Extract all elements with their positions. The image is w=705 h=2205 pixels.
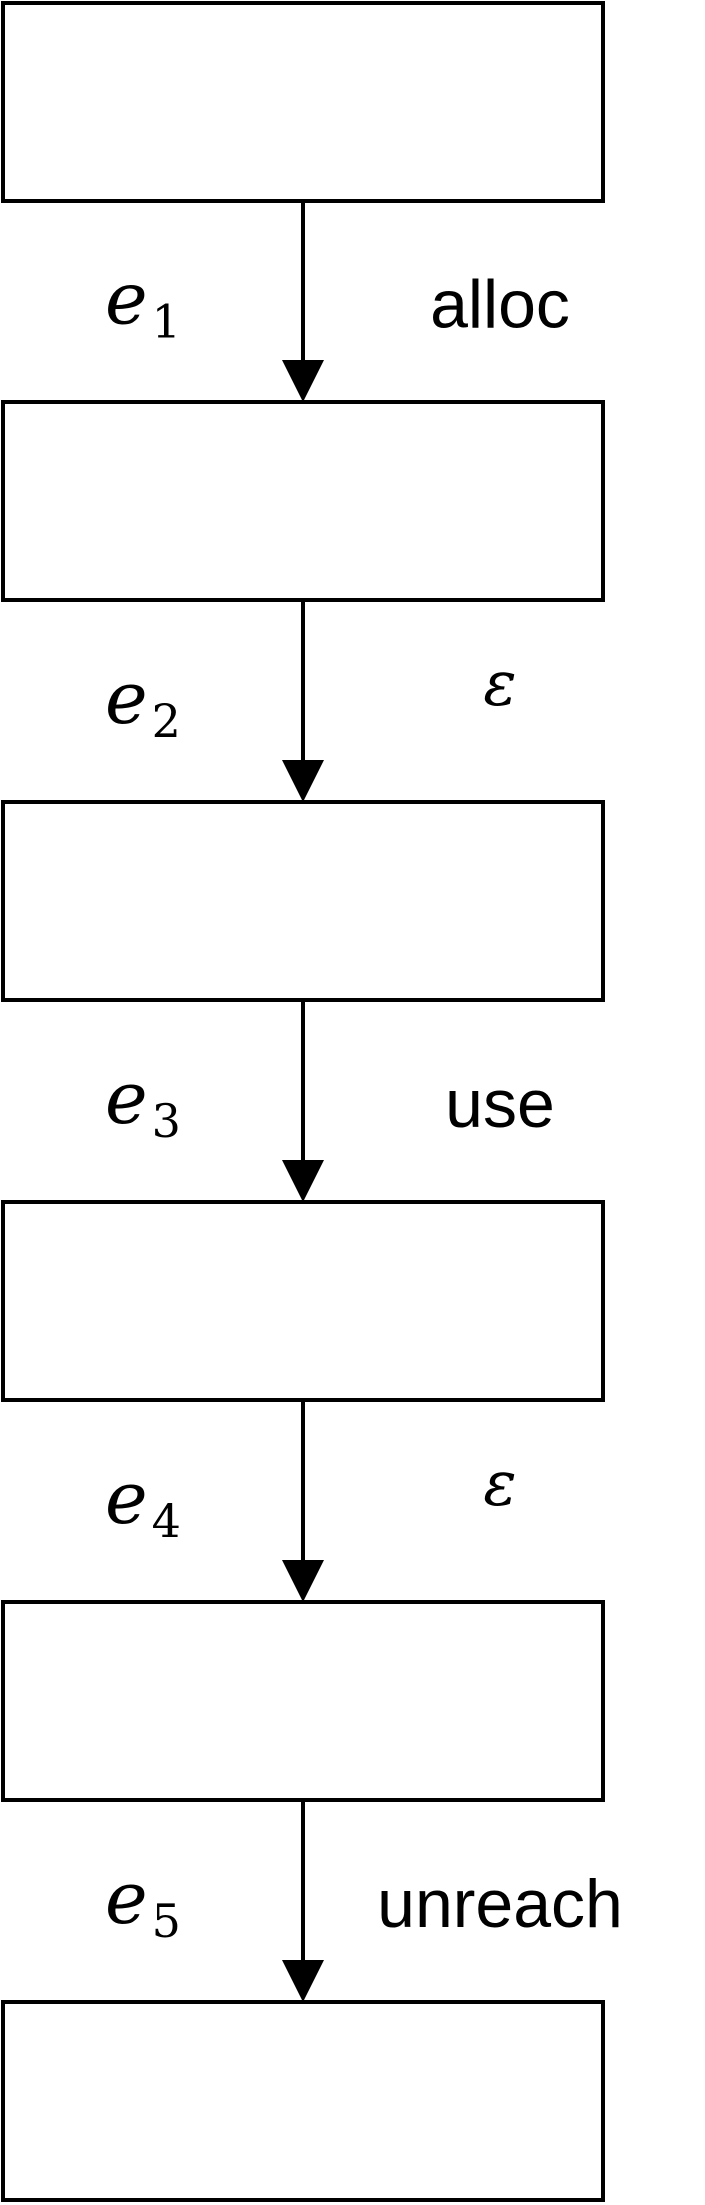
arrow-head-icon [282, 360, 324, 402]
node-box-4 [1, 1200, 605, 1402]
edge-variable-label: e5 [105, 1856, 181, 1948]
edge-5: e5 unreach [105, 1800, 623, 2002]
edge-layer: e1 alloc e2 ε e3 use e4 ε e5 unreach [105, 201, 623, 2002]
edge-2: e2 ε [105, 600, 517, 802]
edge-action-label: ε [483, 647, 516, 720]
edge-variable-label: e1 [105, 257, 181, 349]
edge-4: e4 ε [105, 1400, 517, 1602]
edge-action-label: use [445, 1066, 555, 1142]
edge-action-label: alloc [430, 267, 570, 343]
node-box-5 [1, 1600, 605, 1802]
arrow-head-icon [282, 760, 324, 802]
node-box-6 [1, 2000, 605, 2202]
edge-variable-label: e3 [105, 1056, 181, 1148]
arrow-head-icon [282, 1160, 324, 1202]
edge-action-label: unreach [377, 1866, 623, 1942]
arrow-head-icon [282, 1560, 324, 1602]
node-box-1 [1, 1, 605, 203]
edge-3: e3 use [105, 1000, 555, 1202]
node-box-3 [1, 800, 605, 1002]
node-box-2 [1, 400, 605, 602]
edge-action-label: ε [483, 1447, 516, 1520]
edge-variable-label: e4 [105, 1456, 181, 1548]
edge-1: e1 alloc [105, 201, 570, 402]
edge-variable-label: e2 [105, 656, 181, 748]
arrow-head-icon [282, 1960, 324, 2002]
node-layer [1, 1, 605, 2202]
